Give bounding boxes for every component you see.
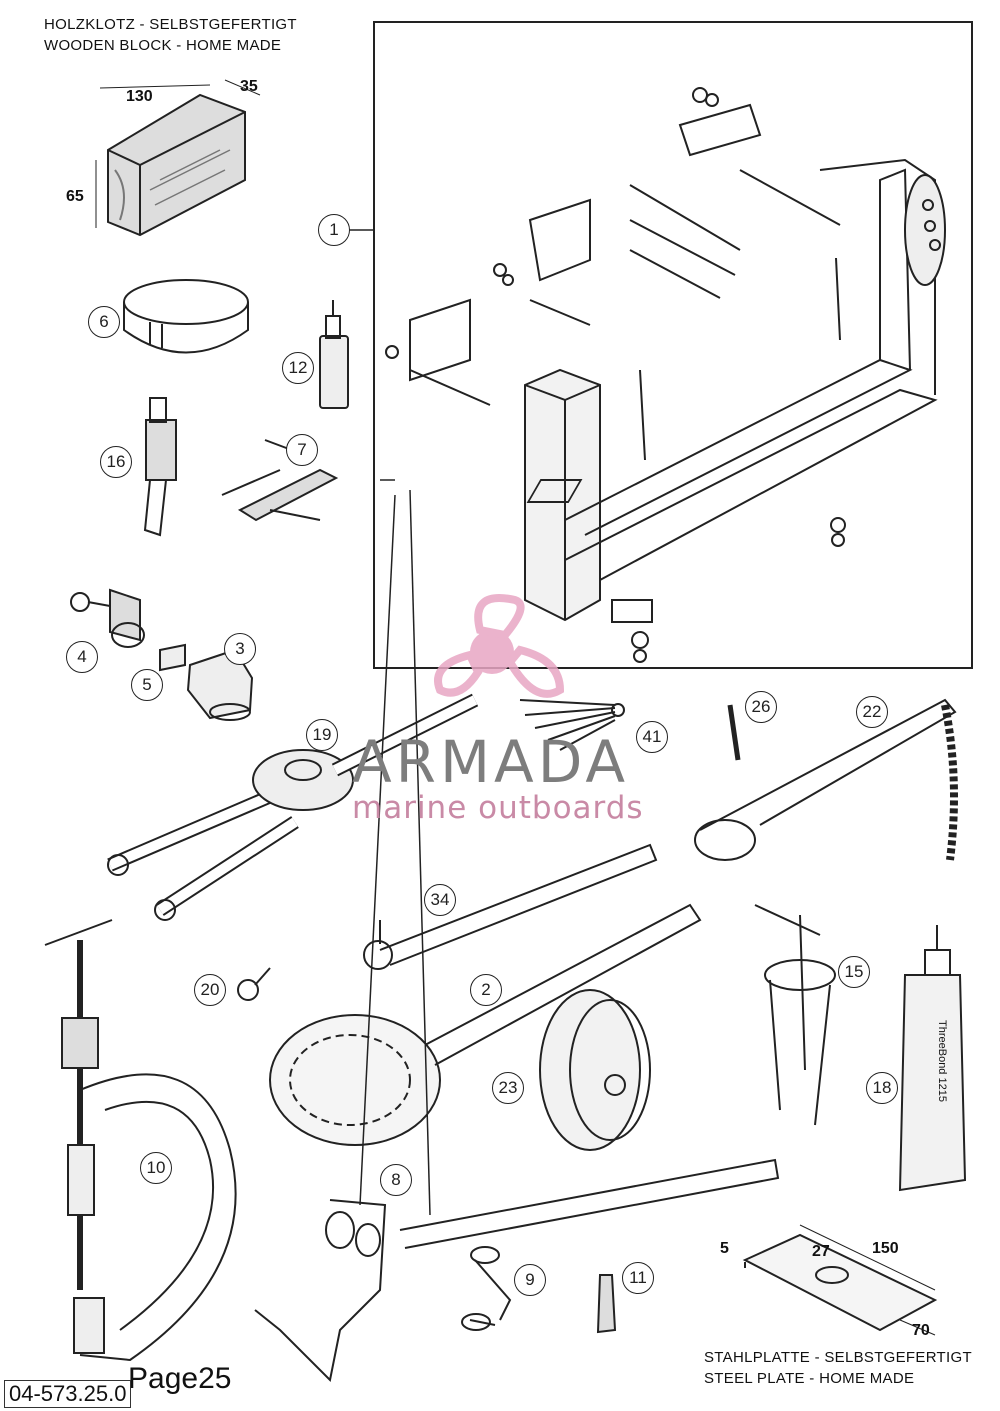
wooden-block-drawing xyxy=(95,79,261,237)
callout-15: 15 xyxy=(838,956,870,988)
feeler-gauge-drawing xyxy=(519,699,625,751)
steel-plate-caption-en: STEEL PLATE - HOME MADE xyxy=(704,1370,915,1387)
callout-9: 9 xyxy=(514,1264,546,1296)
callout-6: 6 xyxy=(88,306,120,338)
bushing-tools-drawing xyxy=(70,588,254,721)
callout-26: 26 xyxy=(745,691,777,723)
callout-8: 8 xyxy=(380,1164,412,1196)
callout-22: 22 xyxy=(856,696,888,728)
steel-plate-drawing xyxy=(742,1224,938,1336)
flywheel-puller-drawing xyxy=(539,989,651,1151)
piston-ring-clamp-drawing xyxy=(123,279,249,354)
valve-tool-drawing xyxy=(461,1246,512,1331)
slide-hammer-drawing xyxy=(143,397,177,537)
callout-20: 20 xyxy=(194,974,226,1006)
callout-7: 7 xyxy=(286,434,318,466)
callout-23: 23 xyxy=(492,1072,524,1104)
callout-19: 19 xyxy=(306,719,338,751)
watermark-brand: ARMADA xyxy=(352,728,630,796)
page-label: Page25 xyxy=(128,1362,232,1395)
handle-bar-drawing xyxy=(254,1158,780,1383)
wooden-block-height: 65 xyxy=(66,188,84,205)
wooden-block-depth: 35 xyxy=(240,78,258,95)
callout-18: 18 xyxy=(866,1072,898,1104)
callout-3: 3 xyxy=(224,633,256,665)
pin-drawing xyxy=(727,704,741,761)
callout-34: 34 xyxy=(424,884,456,916)
steel-plate-hole: 27 xyxy=(812,1243,830,1260)
callout-11: 11 xyxy=(622,1262,654,1294)
holding-wrench-drawing xyxy=(363,843,658,970)
callout-1: 1 xyxy=(318,214,350,246)
tube-label: ThreeBond 1215 xyxy=(936,1020,948,1102)
callout-16: 16 xyxy=(100,446,132,478)
part-code: 04-573.25.0 xyxy=(4,1380,132,1408)
threebond-tube-drawing xyxy=(898,925,967,1192)
callout-5: 5 xyxy=(131,669,163,701)
screw-drawing xyxy=(237,967,271,1001)
clutch-holder-drawing xyxy=(269,903,702,1146)
wooden-block-caption-en: WOODEN BLOCK - HOME MADE xyxy=(44,37,282,54)
steel-plate-thickness: 5 xyxy=(720,1240,729,1257)
callout-41: 41 xyxy=(636,721,668,753)
engine-stand-drawing xyxy=(385,87,946,663)
watermark-logo xyxy=(434,594,565,698)
callout-12: 12 xyxy=(282,352,314,384)
chain-wrench-drawing xyxy=(694,698,958,861)
steel-plate-caption-de: STAHLPLATTE - SELBSTGEFERTIGT xyxy=(704,1349,972,1366)
callout-10: 10 xyxy=(140,1152,172,1184)
watermark-tagline: marine outboards xyxy=(352,790,644,826)
wooden-block-caption-de: HOLZKLOTZ - SELBSTGEFERTIGT xyxy=(44,16,297,33)
engine-stand-frame xyxy=(373,21,973,669)
valve-spring-compressor-drawing xyxy=(44,919,237,1362)
leader-lines xyxy=(348,229,431,1216)
crankshaft-puller-drawing xyxy=(107,693,479,921)
callout-2: 2 xyxy=(470,974,502,1006)
loctite-bottle-drawing xyxy=(319,300,349,409)
wooden-block-length: 130 xyxy=(126,88,153,105)
bearing-puller-drawing xyxy=(754,904,836,1126)
callout-4: 4 xyxy=(66,641,98,673)
holding-bracket-drawing xyxy=(221,439,339,522)
steel-plate-width: 70 xyxy=(912,1322,930,1339)
steel-plate-length: 150 xyxy=(872,1240,899,1257)
tap-drawing xyxy=(596,1274,617,1334)
